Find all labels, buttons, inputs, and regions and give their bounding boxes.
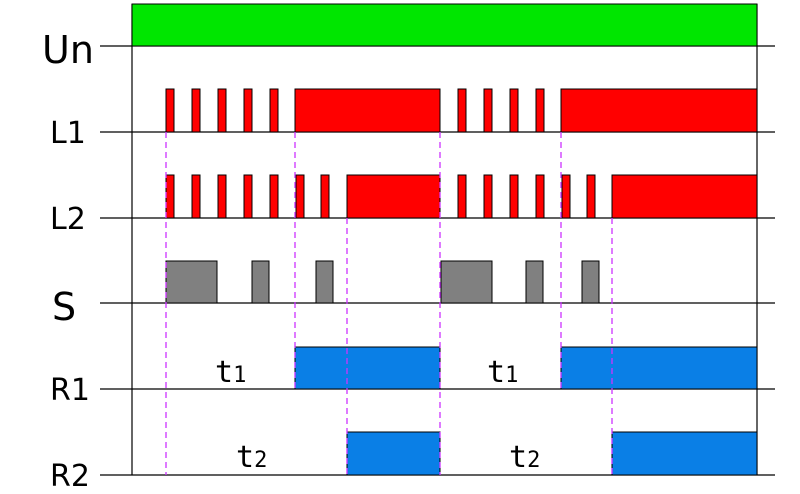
l1-pulse [509,88,519,133]
l2-pulse [535,174,545,219]
l2-pulse [457,174,467,219]
s-pulse [440,260,493,304]
l1-pulse [483,88,493,133]
l1-pulse [535,88,545,133]
l1-pulse [243,88,253,133]
signal-r2 [346,431,758,476]
signal-s [165,260,600,304]
timer-label-t1: t1 [487,355,518,390]
l2-steady [346,174,441,219]
signal-l1 [165,88,758,133]
row-label-s: S [52,285,76,329]
signal-un [131,3,758,47]
l1-pulse [457,88,467,133]
timer-label-base: t [487,355,505,390]
signal-r1 [294,346,758,390]
timer-label-sub: 2 [254,448,267,473]
s-pulse [251,260,270,304]
r1-pulse [560,346,758,390]
l2-pulse [295,174,305,219]
l2-pulse [269,174,279,219]
l1-pulse [191,88,201,133]
r2-pulse [346,431,441,476]
timer-label-sub: 2 [527,448,540,473]
l1-pulse [165,88,175,133]
timer-label-sub: 1 [233,363,246,388]
frame [131,4,758,475]
signal-l2 [165,174,758,219]
l2-pulse [483,174,493,219]
l1-steady [560,88,758,133]
row-label-r2: R2 [50,459,90,494]
l2-steady [611,174,758,219]
l2-pulse [561,174,571,219]
timing-markers [165,132,613,475]
s-pulse [165,260,218,304]
row-label-un: Un [42,28,94,72]
row-label-l1: L1 [50,116,86,151]
l1-steady [294,88,441,133]
un-pulse [131,3,758,47]
timer-label-t2: t2 [236,440,267,475]
s-pulse [581,260,600,304]
l2-pulse [586,174,596,219]
timer-label-t1: t1 [215,355,246,390]
row-label-r1: R1 [50,373,90,408]
s-pulse [525,260,544,304]
timer-label-base: t [236,440,254,475]
l2-pulse [320,174,330,219]
l2-pulse [243,174,253,219]
l1-pulse [217,88,227,133]
s-pulse [315,260,334,304]
timer-label-base: t [215,355,233,390]
row-label-l2: L2 [50,202,86,237]
timer-label-t2: t2 [509,440,540,475]
l2-pulse [217,174,227,219]
l2-pulse [509,174,519,219]
timer-label-base: t [509,440,527,475]
row-labels: Un L1 L2 S R1 R2 [42,28,94,494]
l2-pulse [165,174,175,219]
r1-pulse [294,346,441,390]
l2-pulse [191,174,201,219]
l1-pulse [269,88,279,133]
r2-pulse [611,431,758,476]
timer-label-sub: 1 [505,363,518,388]
timer-labels: t1 t1 t2 t2 [215,355,540,475]
